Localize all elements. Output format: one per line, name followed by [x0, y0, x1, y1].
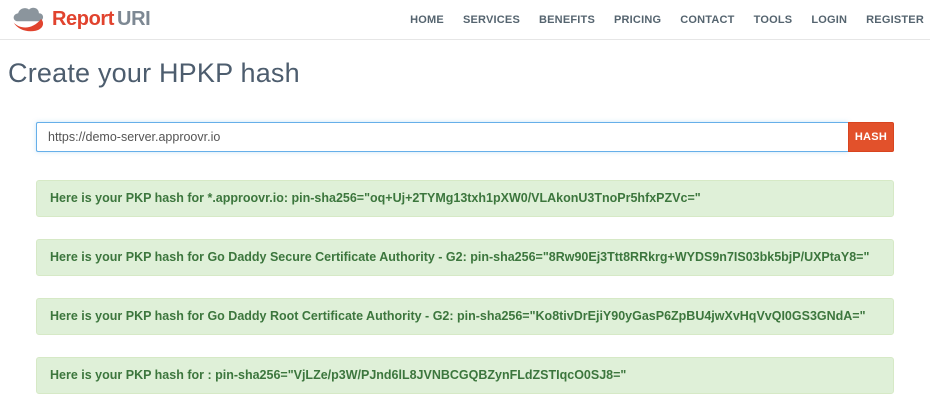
nav-item-benefits[interactable]: BENEFITS [539, 13, 595, 26]
pkp-hash-result-backup: Here is your PKP hash for : pin-sha256="… [36, 357, 894, 394]
nav-item-register[interactable]: REGISTER [866, 13, 924, 26]
nav-item-contact[interactable]: CONTACT [680, 13, 735, 26]
nav-item-home[interactable]: HOME [410, 13, 444, 26]
nav-item-services[interactable]: SERVICES [462, 13, 520, 26]
hash-form: HASH [36, 122, 894, 152]
logo[interactable]: Report URI [10, 6, 151, 33]
hash-results: Here is your PKP hash for *.approovr.io:… [36, 180, 894, 394]
pkp-hash-result-intermediate: Here is your PKP hash for Go Daddy Secur… [36, 239, 894, 276]
page-title: Create your HPKP hash [8, 58, 300, 88]
main-nav: HOME SERVICES BENEFITS PRICING CONTACT T… [391, 14, 924, 26]
header: Report URI HOME SERVICES BENEFITS PRICIN… [0, 0, 930, 40]
brand-name-report: Report [52, 8, 115, 30]
nav-item-tools[interactable]: TOOLS [753, 13, 793, 26]
url-input[interactable] [36, 122, 848, 152]
cloud-icon [10, 6, 52, 33]
nav-item-pricing[interactable]: PRICING [614, 13, 662, 26]
brand-name-uri: URI [117, 8, 151, 30]
hash-button[interactable]: HASH [848, 122, 894, 152]
pkp-hash-result-leaf: Here is your PKP hash for *.approovr.io:… [36, 180, 894, 217]
nav-item-login[interactable]: LOGIN [811, 13, 848, 26]
pkp-hash-result-root: Here is your PKP hash for Go Daddy Root … [36, 298, 894, 335]
